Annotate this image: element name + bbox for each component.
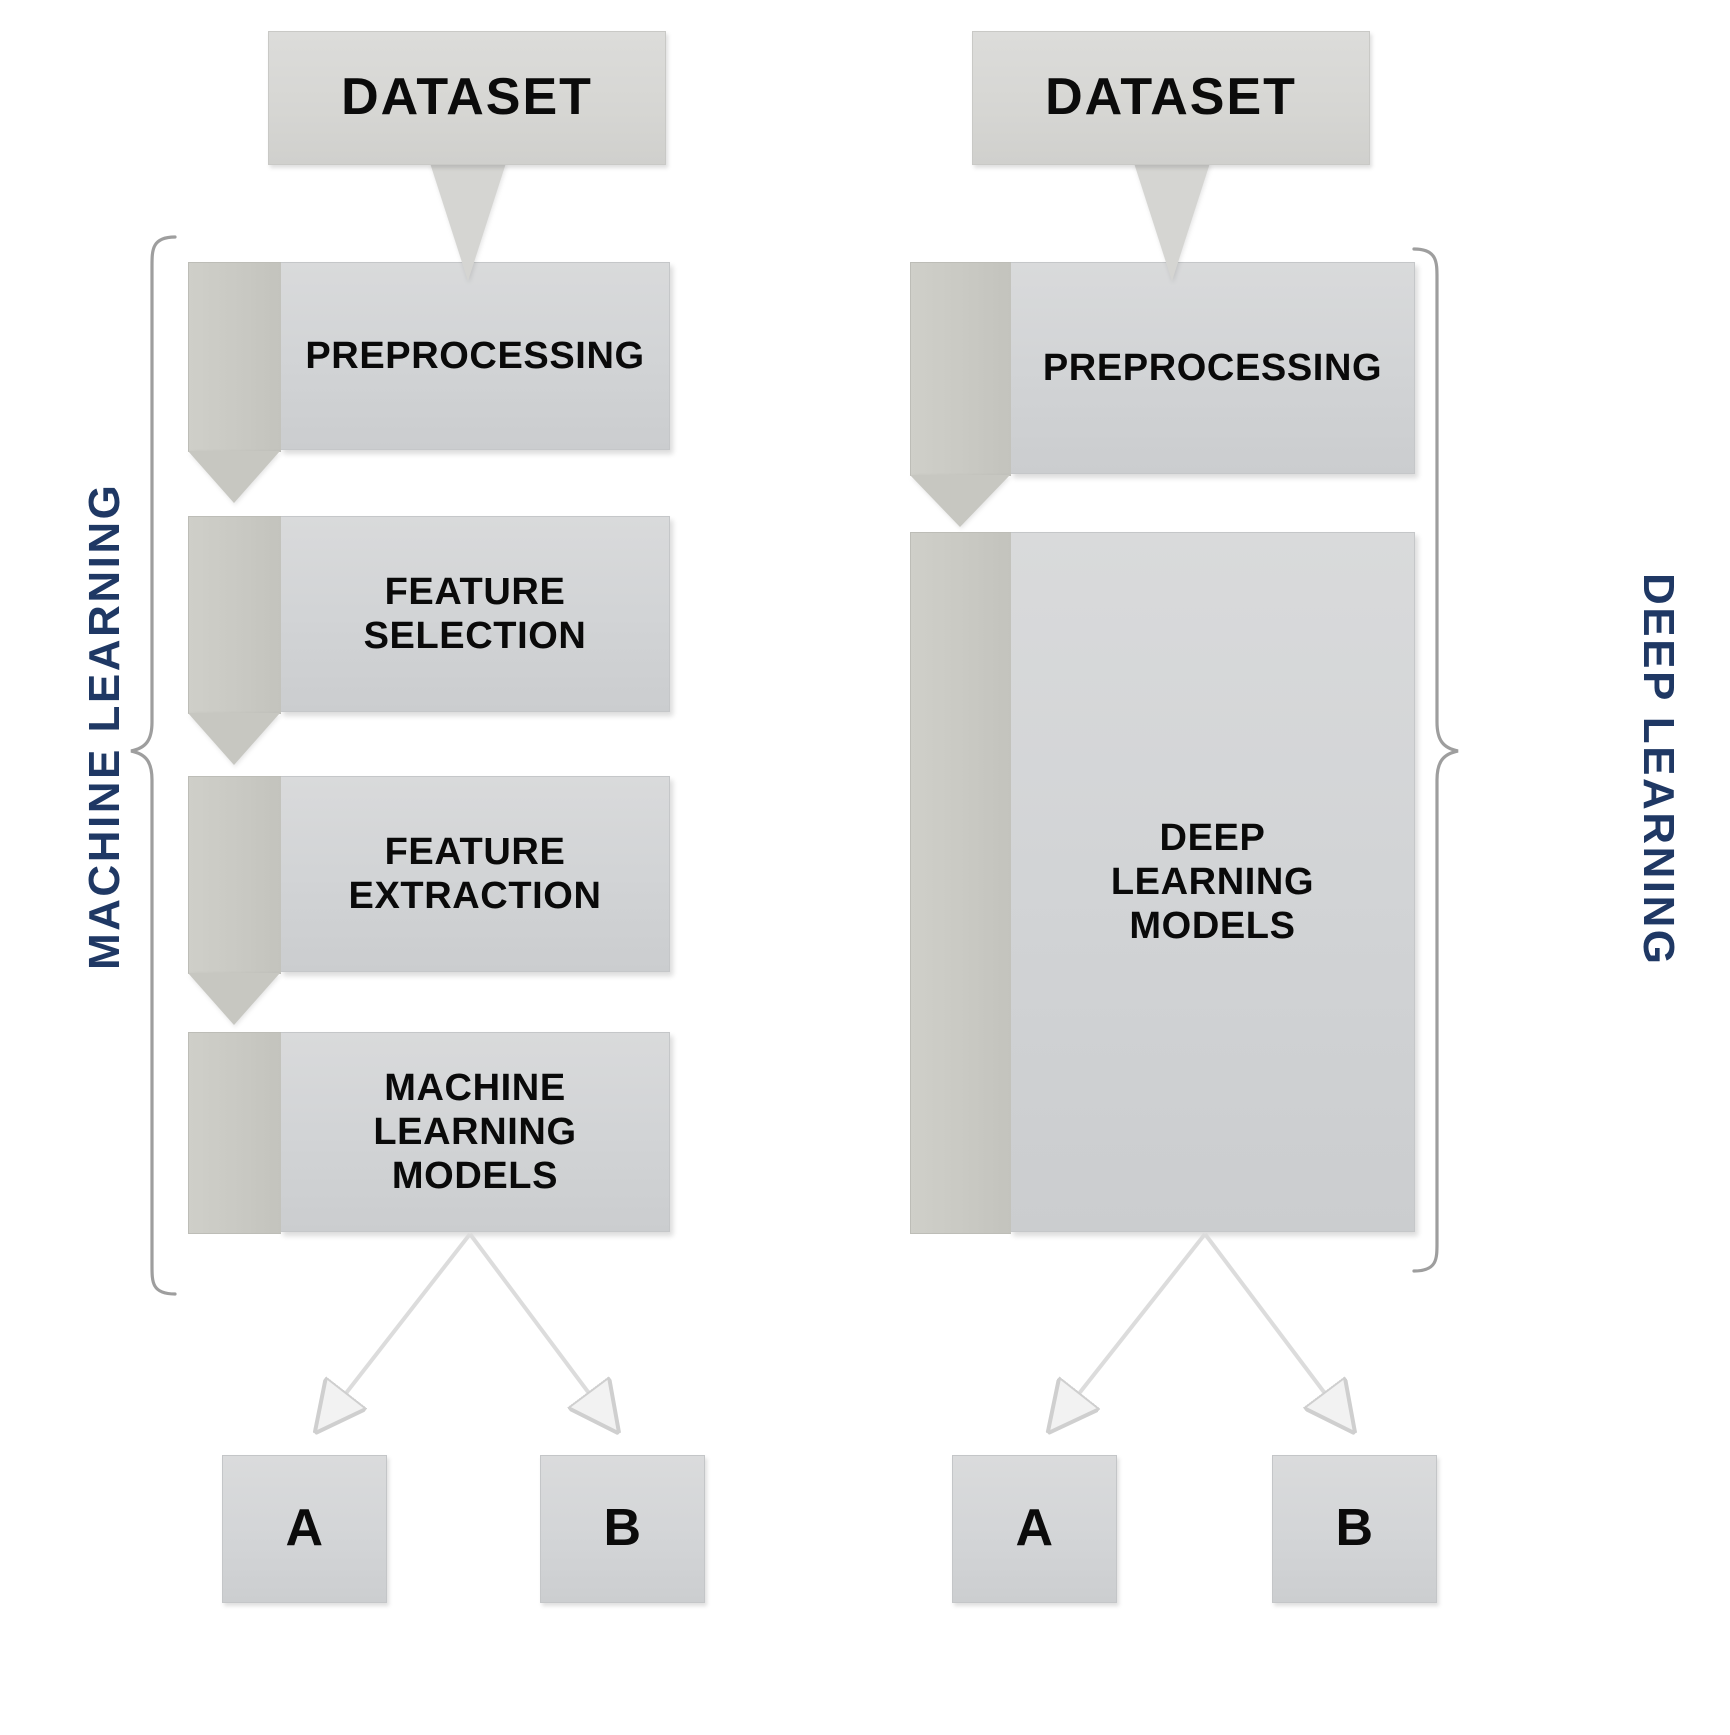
step-deep-learning-models: DEEP LEARNING MODELS xyxy=(1010,532,1415,1232)
dataset-tail-left xyxy=(430,163,506,281)
step-feature-extraction: FEATURE EXTRACTION xyxy=(280,776,670,972)
step-arrow-tab-preprocessing-left xyxy=(188,262,281,452)
step-label: FEATURE EXTRACTION xyxy=(348,830,602,917)
output-box-a-left: A xyxy=(222,1455,387,1603)
dataset-box-left: DATASET xyxy=(268,31,666,165)
step-label: PREPROCESSING xyxy=(305,334,645,377)
step-arrow-tab-preprocessing-right xyxy=(910,262,1011,476)
step-machine-learning-models: MACHINE LEARNING MODELS xyxy=(280,1032,670,1232)
step-arrow-tab-deep-learning-models xyxy=(910,532,1011,1234)
step-preprocessing-right: PREPROCESSING xyxy=(1010,262,1415,474)
step-preprocessing-left: PREPROCESSING xyxy=(280,262,670,450)
group-label-deep-learning: DEEP LEARNING xyxy=(1634,573,1683,967)
output-box-a-right: A xyxy=(952,1455,1117,1603)
step-feature-selection: FEATURE SELECTION xyxy=(280,516,670,712)
step-label: PREPROCESSING xyxy=(1042,346,1383,389)
dataset-tail-right xyxy=(1134,163,1210,281)
step-label: FEATURE SELECTION xyxy=(363,570,587,657)
step-label: MACHINE LEARNING MODELS xyxy=(373,1066,577,1198)
output-box-b-left: B xyxy=(540,1455,705,1603)
dataset-box-right: DATASET xyxy=(972,31,1370,165)
step-label: DEEP LEARNING MODELS xyxy=(1110,816,1315,948)
step-arrow-tab-feature-selection xyxy=(188,516,281,714)
step-arrow-tab-machine-learning-models xyxy=(188,1032,281,1234)
step-arrow-tab-feature-extraction xyxy=(188,776,281,974)
group-label-machine-learning: MACHINE LEARNING xyxy=(80,482,129,970)
output-box-b-right: B xyxy=(1272,1455,1437,1603)
